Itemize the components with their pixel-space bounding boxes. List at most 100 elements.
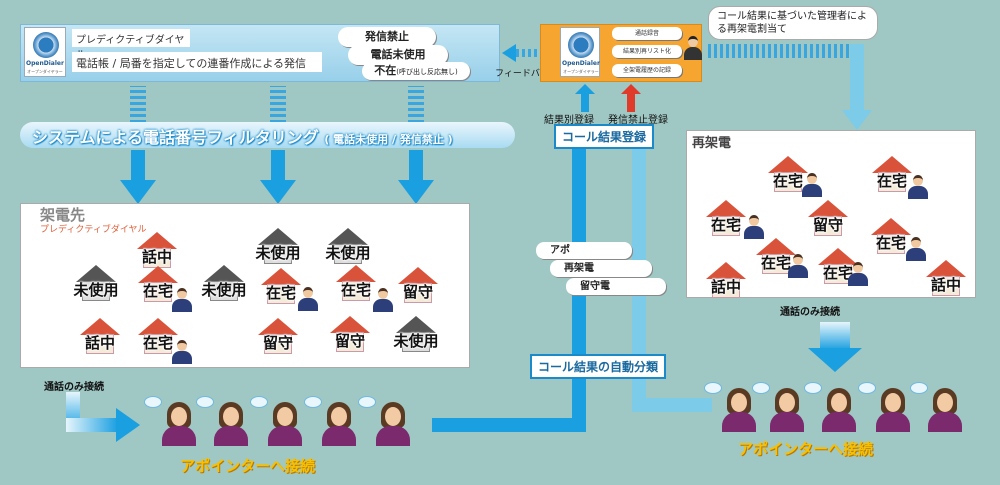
house-label: 在宅 bbox=[876, 172, 907, 190]
house-12: 留守 bbox=[330, 316, 370, 356]
result-register-label: 結果別登録 bbox=[544, 115, 594, 126]
operator-icon-l1 bbox=[214, 402, 248, 446]
speech-bubble-icon bbox=[250, 396, 268, 408]
house-label: 未使用 bbox=[325, 244, 371, 262]
speech-bubble-icon bbox=[858, 382, 876, 394]
house-r8: 話中 bbox=[926, 260, 966, 300]
manager-icon bbox=[684, 36, 702, 60]
resident-icon-r2 bbox=[744, 215, 764, 239]
connector-dashed-horizontal bbox=[706, 44, 856, 58]
house-4: 在宅 bbox=[138, 266, 178, 306]
house-8: 留守 bbox=[398, 267, 438, 307]
filtering-banner-sub: ( 電話未使用 / 発信禁止 ) bbox=[324, 133, 453, 146]
arrow-up-result bbox=[575, 84, 595, 94]
recall-title: 再架電 bbox=[692, 136, 732, 151]
house-label: 留守 bbox=[812, 216, 843, 234]
house-r1: 在宅 bbox=[872, 156, 912, 196]
house-label: 話中 bbox=[930, 276, 961, 294]
resident-icon-r1 bbox=[908, 175, 928, 199]
house-label: 在宅 bbox=[760, 254, 791, 272]
house-7: 在宅 bbox=[336, 265, 376, 305]
speech-bubble-icon bbox=[704, 382, 722, 394]
house-r4: 在宅 bbox=[871, 218, 911, 258]
operator-icon-l3 bbox=[322, 402, 356, 446]
opendialer-logo-2: OpenDialer オープンダイヤラー bbox=[560, 27, 600, 77]
relist-button: 結果別再リスト化 bbox=[612, 45, 682, 58]
logo-subtext-2: オープンダイヤラー bbox=[563, 69, 599, 74]
connector-light-bottom bbox=[632, 398, 712, 412]
predictive-dial-title: プレディクティブダイヤル bbox=[72, 29, 190, 61]
house-label: 留守 bbox=[262, 334, 293, 352]
arrow-down-2 bbox=[260, 180, 296, 204]
connect-label-right: アポインターへ接続 bbox=[738, 440, 874, 458]
house-13: 未使用 bbox=[393, 316, 439, 356]
operator-icon-l4 bbox=[376, 402, 410, 446]
house-6: 在宅 bbox=[261, 268, 301, 308]
house-r7: 話中 bbox=[706, 262, 746, 302]
house-3: 未使用 bbox=[73, 265, 119, 305]
arrow-down-1 bbox=[120, 180, 156, 204]
resident-icon-7 bbox=[373, 288, 393, 312]
house-label: 在宅 bbox=[772, 172, 803, 190]
house-label: 留守 bbox=[402, 283, 433, 301]
filtering-banner: システムによる電話番号フィルタリング ( 電話未使用 / 発信禁止 ) bbox=[20, 122, 515, 148]
speech-bubble-icon bbox=[358, 396, 376, 408]
filtering-banner-main: システムによる電話番号フィルタリング bbox=[32, 128, 319, 147]
operator-icon-l0 bbox=[162, 402, 196, 446]
auto-classify-box: コール結果の自動分類 bbox=[530, 354, 667, 379]
house-label: 話中 bbox=[710, 278, 741, 296]
arrow-up-prohibit bbox=[621, 84, 641, 94]
dash-vertical-2 bbox=[270, 86, 286, 126]
house-label: 在宅 bbox=[142, 282, 173, 300]
house-r3: 留守 bbox=[808, 200, 848, 240]
absent-note: (呼び出し反応無し) bbox=[396, 68, 458, 76]
house-label: 在宅 bbox=[340, 281, 371, 299]
history-record-button: 全架電履歴の記録 bbox=[612, 64, 682, 77]
operator-icon-r2 bbox=[822, 388, 856, 432]
house-label: 話中 bbox=[141, 248, 172, 266]
logo-icon-2 bbox=[568, 32, 594, 58]
speech-bubble-icon bbox=[752, 382, 770, 394]
house-label: 留守 bbox=[334, 332, 365, 350]
house-9: 話中 bbox=[80, 318, 120, 358]
result-pill-appo: アポ bbox=[536, 242, 632, 259]
resident-icon-4 bbox=[172, 288, 192, 312]
result-pill-voicemail: 留守電 bbox=[566, 278, 666, 295]
call-only-label-right: 通話のみ接続 bbox=[780, 307, 840, 318]
call-result-register-box: コール結果登録 bbox=[554, 124, 655, 149]
absent-label: 不在 bbox=[374, 64, 397, 77]
pill-prohibited: 発信禁止 bbox=[338, 27, 436, 47]
arrow-feedback bbox=[502, 44, 516, 62]
house-1: 未使用 bbox=[255, 228, 301, 268]
logo-icon bbox=[33, 32, 59, 58]
house-label: 在宅 bbox=[875, 234, 906, 252]
house-r2: 在宅 bbox=[706, 200, 746, 240]
house-r0: 在宅 bbox=[768, 156, 808, 196]
house-r6: 在宅 bbox=[818, 248, 858, 288]
house-11: 留守 bbox=[258, 318, 298, 358]
house-label: 未使用 bbox=[393, 332, 439, 350]
dash-vertical-1 bbox=[130, 86, 146, 126]
resident-icon-6 bbox=[298, 287, 318, 311]
feedback-label: フィードバック bbox=[495, 69, 558, 79]
house-label: 在宅 bbox=[710, 216, 741, 234]
arrow-to-recall bbox=[842, 110, 872, 130]
operator-icon-r3 bbox=[876, 388, 910, 432]
logo-subtext: オープンダイヤラー bbox=[27, 69, 63, 74]
house-10: 在宅 bbox=[138, 318, 178, 358]
call-recording-button: 通話録音 bbox=[612, 27, 682, 40]
resident-icon-r5 bbox=[788, 254, 808, 278]
arrow-to-operators-right bbox=[808, 348, 862, 372]
operator-icon-l2 bbox=[268, 402, 302, 446]
predictive-dial-description: 電話帳 / 局番を指定しての連番作成による発信 bbox=[72, 52, 322, 72]
operator-icon-r1 bbox=[770, 388, 804, 432]
arrow-down-3 bbox=[398, 180, 434, 204]
resident-icon-10 bbox=[172, 340, 192, 364]
connect-label-left: アポインターへ接続 bbox=[180, 457, 316, 475]
dash-vertical-3 bbox=[408, 86, 424, 126]
opendialer-logo: OpenDialer オープンダイヤラー bbox=[24, 27, 66, 77]
house-label: 在宅 bbox=[142, 334, 173, 352]
speech-bubble-icon bbox=[144, 396, 162, 408]
house-label: 話中 bbox=[84, 334, 115, 352]
logo-text-2: OpenDialer bbox=[562, 60, 600, 67]
